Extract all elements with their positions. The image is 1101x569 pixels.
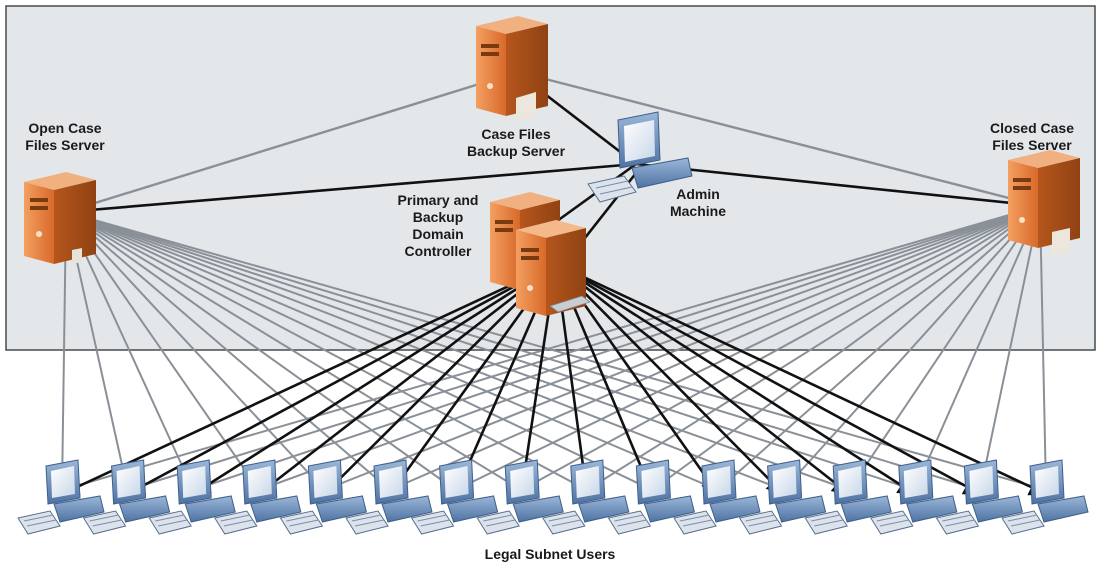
link-open-user-5	[65, 211, 326, 491]
link-open-user-4	[65, 211, 260, 491]
link-open-user-10	[65, 211, 653, 491]
admin-machine-icon	[587, 111, 693, 203]
link-dc-user-15	[555, 262, 983, 496]
user-workstation-icon	[213, 459, 302, 535]
user-workstation-icon	[279, 459, 368, 535]
backup-server-label: Case Files Backup Server	[466, 126, 566, 159]
link-open-user-8	[65, 211, 522, 491]
link-open-user-9	[65, 211, 588, 491]
user-workstation-icon	[17, 459, 105, 535]
link-backup-closed	[517, 70, 1041, 208]
user-workstation-icon	[410, 459, 499, 535]
open-case-server-label: Open Case Files Server	[25, 120, 105, 153]
user-workstation-icon	[869, 459, 958, 535]
domain-controller-label: Primary and Backup Domain Controller	[397, 192, 479, 259]
link-dc-user-14	[555, 262, 917, 496]
link-open-user-7	[65, 211, 457, 491]
open-case-server-icon	[24, 172, 96, 264]
link-open-backup	[65, 70, 519, 214]
closed-case-server-icon	[1008, 150, 1080, 256]
link-admin-closed	[635, 162, 1041, 208]
link-closed-user-15	[979, 205, 1041, 491]
user-workstation-icon	[804, 459, 892, 535]
domain-controller-icon	[490, 192, 591, 316]
link-open-user-12	[65, 211, 784, 491]
black-links	[60, 76, 1048, 496]
link-open-user-14	[65, 211, 916, 491]
user-workstation-icon	[345, 459, 433, 535]
closed-case-server-label: Closed Case Files Server	[989, 120, 1075, 153]
legal-subnet-users	[17, 459, 1089, 535]
link-dc-user-16	[555, 262, 1048, 496]
link-open-user-16	[65, 211, 1047, 491]
user-workstation-icon	[148, 459, 236, 535]
link-dc-user-4	[257, 262, 557, 496]
user-workstation-icon	[935, 459, 1024, 535]
link-closed-user-16	[1039, 205, 1047, 491]
link-open-user-13	[65, 211, 850, 491]
user-workstation-icon	[476, 459, 564, 535]
backup-server-icon	[476, 16, 548, 120]
user-workstation-icon	[82, 459, 171, 535]
link-dc-user-1	[60, 262, 557, 496]
link-open-user-15	[65, 211, 981, 491]
user-workstation-icon	[541, 459, 630, 535]
link-admin-open	[65, 162, 637, 214]
link-open-user-6	[65, 211, 391, 491]
link-dc-user-3	[191, 262, 557, 496]
user-workstation-icon	[1001, 459, 1089, 535]
link-dc-user-13	[555, 262, 851, 496]
subnet-label: Legal Subnet Users	[484, 546, 616, 562]
admin-machine-label: Admin Machine	[669, 186, 726, 219]
user-workstation-icon	[607, 459, 696, 535]
user-workstation-icon	[738, 459, 827, 535]
user-workstation-icon	[673, 459, 761, 535]
link-dc-user-12	[555, 263, 785, 496]
link-dc-user-2	[125, 262, 557, 496]
